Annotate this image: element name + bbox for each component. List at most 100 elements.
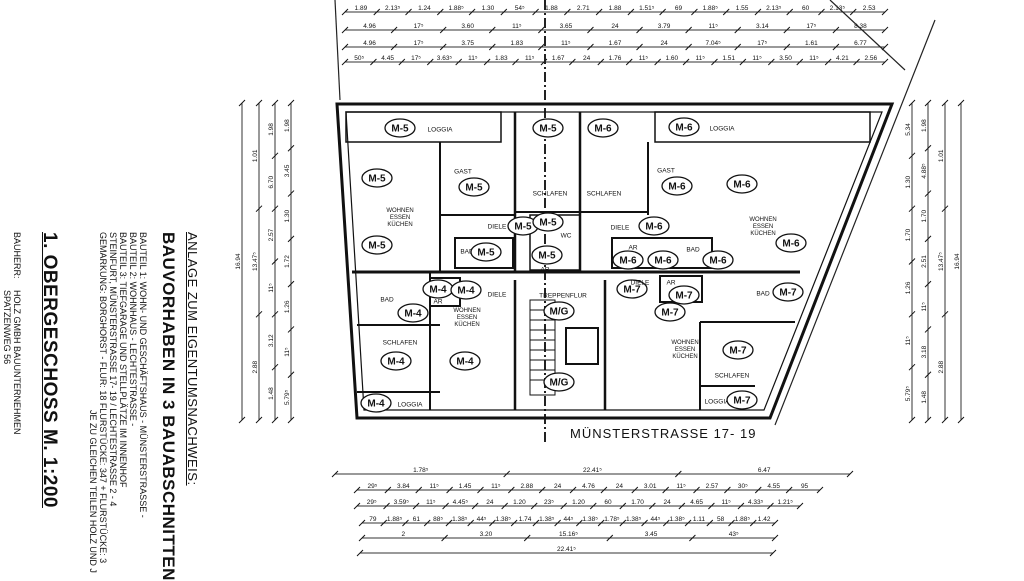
dimension-value: 1.83 <box>510 40 523 47</box>
dimension-value: 17⁵ <box>757 40 767 47</box>
svg-text:DIELE: DIELE <box>488 224 507 231</box>
svg-text:WOHNEN: WOHNEN <box>386 208 413 214</box>
dimension-value: 4.96 <box>363 40 376 47</box>
svg-text:M-4: M-4 <box>457 286 475 297</box>
unit-tag: M-7 <box>616 279 648 299</box>
dimension-value: 1.38⁵ <box>670 516 686 523</box>
dimension-value: 2 <box>401 531 405 538</box>
dimension-value: 22.41⁵ <box>583 467 602 474</box>
dimension-value: 11⁵ <box>491 483 501 490</box>
project-detail: GEMARKUNG: BORGHORST - FLUR: 18 FLURSTÜC… <box>98 232 108 564</box>
dimension-value: 1.88 <box>545 5 558 12</box>
dimension-value: 16.94 <box>954 253 961 270</box>
dimension-value: 1.78⁵ <box>604 516 620 523</box>
unit-tag: M-4 <box>397 303 429 323</box>
svg-text:LOGGIA: LOGGIA <box>705 399 731 406</box>
svg-text:M-4: M-4 <box>429 285 447 296</box>
project-detail: STEINFURT, MÜNSTERSTRASSE 17- 19 / LECHT… <box>108 232 118 507</box>
dimension-value: 17⁵ <box>414 40 424 47</box>
dimension-value: 1.21⁵ <box>778 499 794 506</box>
dimension-value: 24 <box>660 40 668 47</box>
unit-tag: M/G <box>543 301 575 321</box>
dimension-value: 1.70 <box>631 499 644 506</box>
dimension-value: 1.38⁵ <box>496 516 512 523</box>
dimension-value: 2.88 <box>938 360 945 373</box>
dimension-value: 11⁵ <box>468 55 478 62</box>
dimension-value: 1.38⁵ <box>452 516 468 523</box>
svg-text:KÜCHEN: KÜCHEN <box>750 230 775 237</box>
svg-text:GAST: GAST <box>454 169 472 176</box>
unit-tag: M-5 <box>470 242 502 262</box>
floor-title: 1. OBERGESCHOSS M. 1:200 <box>39 232 60 508</box>
dimension-value: 11⁵ <box>721 499 731 506</box>
svg-text:KÜCHEN: KÜCHEN <box>672 353 697 360</box>
room-name: LOGGIA <box>705 399 731 406</box>
dimension-row: 22.41⁵ <box>356 546 777 557</box>
svg-text:SCHLAFEN: SCHLAFEN <box>533 191 568 198</box>
dimension-value: 44⁵ <box>477 516 487 523</box>
unit-tag: M-5 <box>361 235 393 255</box>
dimension-value: 1.26 <box>905 281 912 294</box>
dimension-value: 3.79 <box>658 23 671 30</box>
dimension-value: 11⁵ <box>905 336 912 346</box>
unit-tag: M-4 <box>450 280 482 300</box>
svg-text:AR: AR <box>666 280 675 287</box>
dimension-value: 1.98 <box>268 123 275 136</box>
unit-tag: M-5 <box>458 177 490 197</box>
svg-text:DIELE: DIELE <box>631 280 650 287</box>
project-title: BAUVORHABEN IN 3 BAUABSCHNITTEN <box>159 232 178 581</box>
dimension-value: 5.79⁵ <box>284 389 291 405</box>
dimension-value: 11⁵ <box>426 499 436 506</box>
room-name: DIELE <box>611 225 630 232</box>
unit-tag: M-5 <box>531 245 563 265</box>
room-name: DIELE <box>488 292 507 299</box>
dimension-column: 16.94 <box>235 99 246 424</box>
dimension-value: 1.98 <box>921 119 928 132</box>
dimension-column: 16.94 <box>954 99 965 424</box>
unit-tag: M-6 <box>668 117 700 137</box>
dimension-value: 1.88⁵ <box>448 5 464 12</box>
dimension-value: 11⁵ <box>696 55 706 62</box>
dimension-value: 1.01 <box>252 149 259 162</box>
annex-heading: ANLAGE ZUM EIGENTUMSNACHWEIS: <box>185 232 200 486</box>
svg-text:AR: AR <box>433 299 442 306</box>
dimension-value: 60 <box>604 499 612 506</box>
dimension-value: 24 <box>663 499 671 506</box>
dimension-value: 11⁵ <box>429 483 439 490</box>
svg-text:DIELE: DIELE <box>611 225 630 232</box>
dimension-value: 1.30 <box>482 5 495 12</box>
dimension-value: 1.70 <box>905 228 912 241</box>
room-name: TREPPENFLUR <box>539 293 587 300</box>
svg-text:BAD: BAD <box>460 249 474 256</box>
dimension-value: 1.70 <box>921 210 928 223</box>
svg-text:KÜCHEN: KÜCHEN <box>454 321 479 328</box>
room-name: LOGGIA <box>710 126 736 133</box>
room-name: BAD <box>380 297 394 304</box>
dimension-value: 4.21 <box>836 55 849 62</box>
unit-tag: M-7 <box>726 390 758 410</box>
dimension-value: 11⁵ <box>921 302 928 312</box>
dimension-value: 1.11 <box>693 516 706 523</box>
dimension-value: 5.34 <box>905 123 912 136</box>
dimension-value: 24 <box>616 483 624 490</box>
dimension-value: 6.77 <box>854 40 867 47</box>
dimension-value: 1.51⁵ <box>639 5 655 12</box>
svg-text:ESSEN: ESSEN <box>753 224 773 230</box>
room-name: SCHLAFEN <box>383 340 418 347</box>
room-name: WC <box>561 233 572 240</box>
dimension-value: 61 <box>413 516 421 523</box>
unit-tag: M-5 <box>361 168 393 188</box>
unit-tag: M-4 <box>422 279 454 299</box>
svg-text:M-7: M-7 <box>779 288 797 299</box>
room-name: AR <box>540 267 549 274</box>
dimension-value: 50⁵ <box>354 55 364 62</box>
dimension-value: 11⁵ <box>561 40 571 47</box>
svg-text:M-6: M-6 <box>668 182 686 193</box>
